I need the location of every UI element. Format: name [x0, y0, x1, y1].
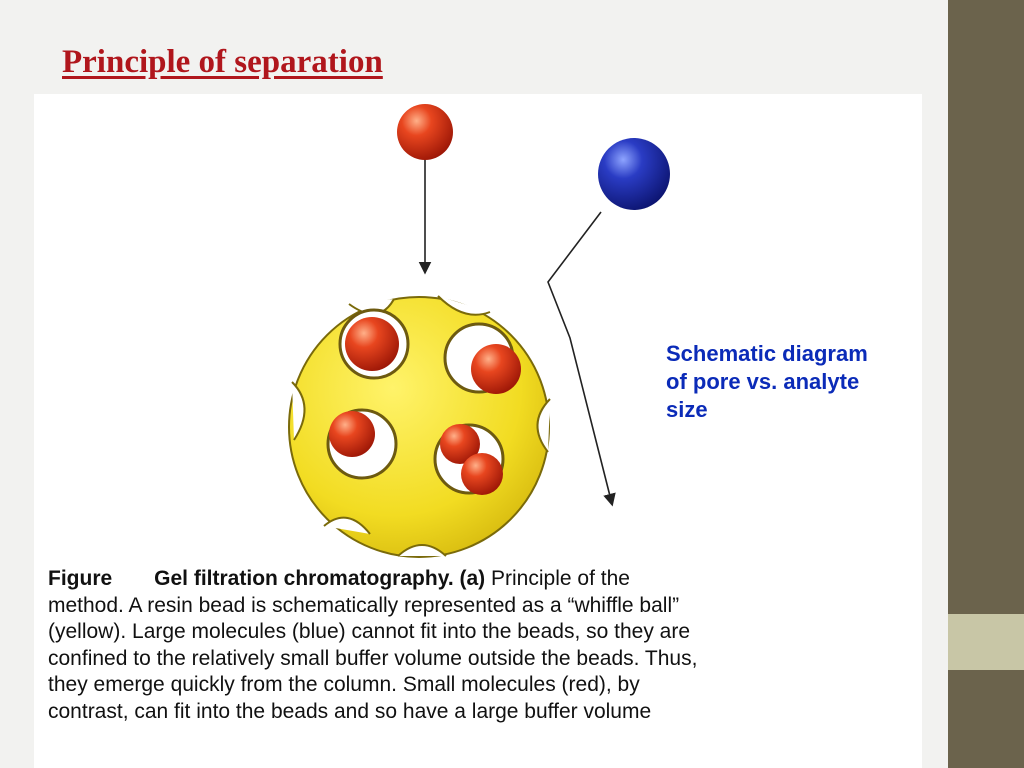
callout-line: of pore vs. analyte	[666, 369, 860, 394]
caption-line: method. A resin bead is schematically re…	[48, 593, 680, 617]
pore	[443, 322, 521, 394]
pore	[338, 308, 410, 380]
separation-diagram	[288, 104, 670, 558]
large-molecule	[598, 138, 670, 210]
small-molecule	[397, 104, 453, 160]
caption-line: contrast, can fit into the beads and so …	[48, 699, 652, 723]
caption-part: (a)	[459, 567, 486, 590]
figure-caption: Figure Gel filtration chromatography. (a)…	[48, 566, 918, 726]
callout-line: Schematic diagram	[666, 341, 868, 366]
caption-heading: Gel filtration chromatography.	[154, 567, 454, 590]
pore	[433, 423, 505, 495]
callout-line: size	[666, 397, 708, 422]
resin-bead	[288, 295, 551, 558]
figure-panel: Schematic diagram of pore vs. analyte si…	[34, 94, 922, 768]
caption-label: Figure	[48, 567, 113, 590]
right-decor-accent	[948, 614, 1024, 670]
caption-line: confined to the relatively small buffer …	[48, 646, 698, 670]
slide-title: Principle of separation	[62, 44, 383, 80]
caption-line: they emerge quickly from the column. Sma…	[48, 673, 640, 697]
caption-line: (yellow). Large molecules (blue) cannot …	[48, 620, 691, 644]
pore	[326, 408, 398, 480]
schematic-callout: Schematic diagram of pore vs. analyte si…	[666, 340, 936, 424]
caption-line: Principle of the	[491, 567, 630, 590]
large-molecule-path-arrow	[547, 211, 616, 507]
